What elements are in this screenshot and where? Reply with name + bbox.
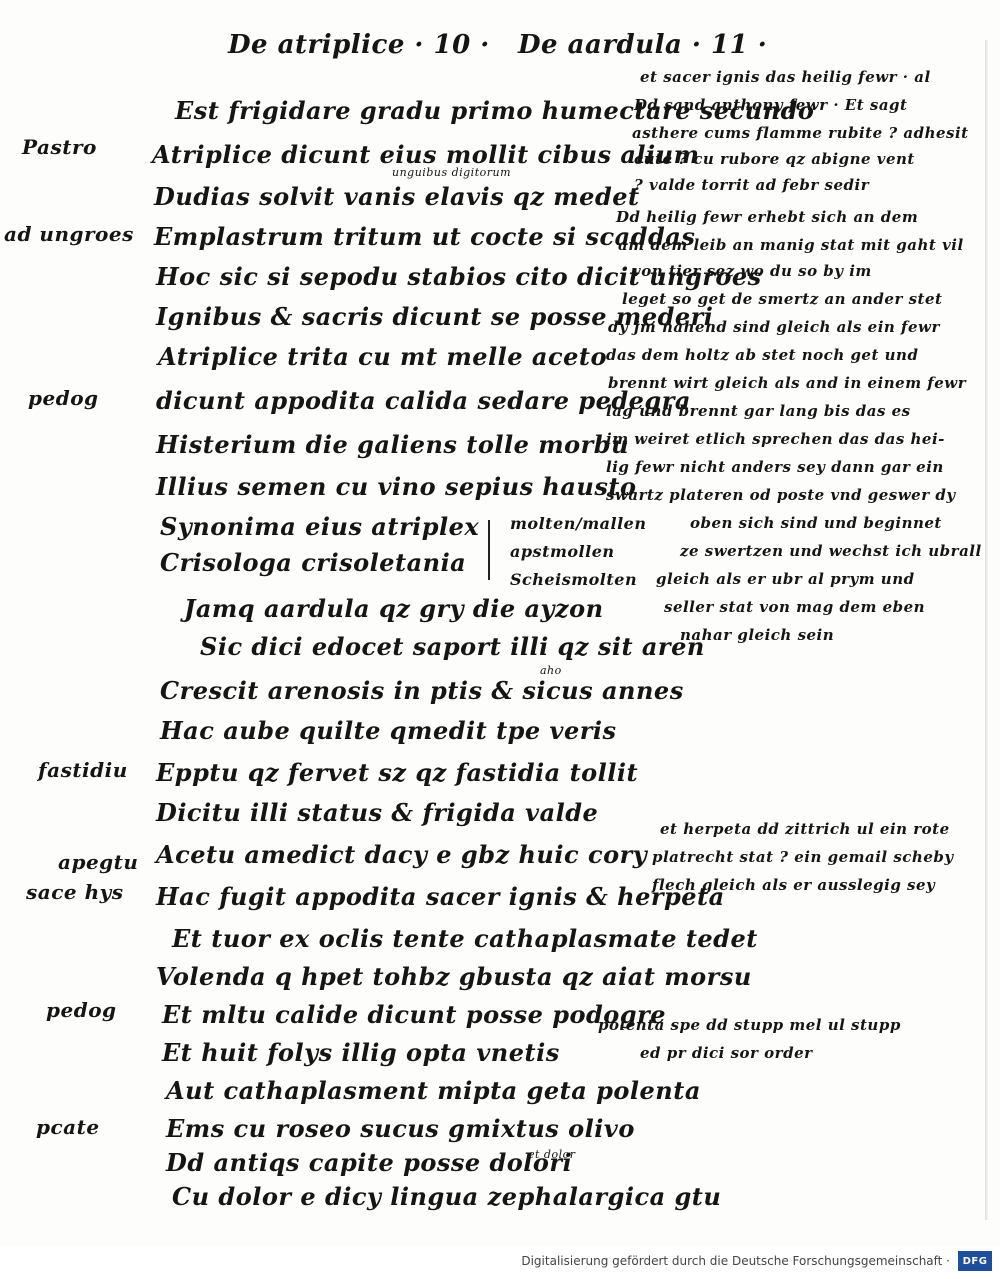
margin-note-left: pedog (28, 386, 99, 410)
margin-note-right: Dd sand anthony fewr · Et sagt (634, 96, 908, 114)
text-line: Dudias solvit vanis elavis qz medet (154, 182, 640, 211)
margin-note-right: polenta spe dd stupp mel ul stupp (598, 1016, 901, 1034)
text-line: Est frigidare gradu primo humectare secu… (175, 96, 815, 125)
text-line: Epptu qz fervet sz qz fastidia tollit (156, 758, 639, 787)
footer-bar: Digitalisierung gefördert durch die Deut… (0, 1246, 1000, 1279)
text-line: Crisologa crisoletania (160, 548, 467, 577)
text-line: Atriplice dicunt eius mollit cibus alium (152, 140, 700, 169)
margin-note-left: pcate (36, 1115, 100, 1139)
text-line: Emplastrum tritum ut cocte si scaddas (154, 222, 696, 251)
text-line: Dicitu illi status & frigida valde (156, 798, 599, 827)
text-line: Jamq aardula qz gry die ayzon (184, 594, 604, 623)
margin-note-right: leget so get de smertz an ander stet (622, 290, 943, 308)
margin-note-right: das dem holtz ab stet noch get und (606, 346, 919, 364)
text-line: Cu dolor e dicy lingua zephalargica gtu (172, 1182, 722, 1211)
text-line: Ems cu roseo sucus gmixtus olivo (166, 1114, 635, 1143)
margin-note-right: Dd heilig fewr erhebt sich an dem (616, 208, 919, 226)
text-line: Illius semen cu vino sepius hausto (156, 472, 637, 501)
margin-note-right: nahar gleich sein (680, 626, 835, 644)
text-line: Et huit folys illig opta vnetis (162, 1038, 560, 1067)
text-line: Aut cathaplasment mipta geta polenta (166, 1076, 701, 1105)
margin-note-right: et sacer ignis das heilig fewr · al (640, 68, 931, 86)
margin-note-right: lag und brennt gar lang bis das es (606, 402, 911, 420)
margin-note-left: apegtu (58, 850, 139, 874)
interlinear-gloss: aho (540, 664, 562, 677)
text-line: Histerium die galiens tolle morbu (156, 430, 630, 459)
margin-note-left: Pastro (22, 135, 97, 159)
margin-note-left: pedog (46, 998, 117, 1022)
page-edge (985, 40, 988, 1220)
text-line: Hoc sic si sepodu stabios cito dicit ung… (156, 262, 762, 291)
text-line: Synonima eius atriplex (160, 512, 480, 541)
text-line: Ignibus & sacris dicunt se posse mederi (156, 302, 714, 331)
text-line: Dd antiqs capite posse dolori (166, 1148, 573, 1177)
synonym-entry: apstmollen (510, 542, 615, 561)
text-line: Hac fugit appodita sacer ignis & herpeta (156, 882, 725, 911)
text-line: Atriplice trita cu mt melle aceto (158, 342, 607, 371)
margin-note-right: seller stat von mag dem eben (664, 598, 926, 616)
margin-note-right: oben sich sind und beginnet (690, 514, 942, 532)
margin-note-right: lig fewr nicht anders sey dann gar ein (606, 458, 944, 476)
header-left-title: De atriplice · 10 · (228, 30, 490, 60)
text-line: Et tuor ex oclis tente cathaplasmate ted… (172, 924, 758, 953)
margin-note-right: gleich als er ubr al prym und (656, 570, 915, 588)
text-line: dicunt appodita calida sedare pedegra (156, 386, 691, 415)
margin-note-right: im weiret etlich sprechen das das hei- (606, 430, 945, 448)
margin-note-right: et herpeta dd zittrich ul ein rote (660, 820, 950, 838)
margin-note-right: asthere cums flamme rubite ? adhesit (632, 124, 969, 142)
margin-note-right: am dem leib an manig stat mit gaht vil (618, 236, 964, 254)
margin-note-right: von tier sez wo du so by im (632, 262, 872, 280)
margin-note-right: ze swertzen und wechst ich ubrall (680, 542, 982, 560)
manuscript-page: De atriplice · 10 · De aardula · 11 · Pa… (4, 30, 988, 1220)
text-line: Acetu amedict dacy e gbz huic cory (156, 840, 648, 869)
synonym-bracket (488, 520, 490, 580)
margin-note-left: sace hys (26, 880, 124, 904)
margin-note-left: fastidiu (38, 758, 128, 782)
header-right-title: De aardula · 11 · (518, 30, 768, 60)
synonym-entry: Scheismolten (510, 570, 638, 589)
margin-note-left: ad ungroes (4, 222, 134, 246)
margin-note-right: dy jm nahend sind gleich als ein fewr (608, 318, 940, 336)
margin-note-right: ? valde torrit ad febr sedir (634, 176, 870, 194)
margin-note-right: platrecht stat ? ein gemail scheby (652, 848, 954, 866)
interlinear-gloss: unguibus digitorum (392, 166, 512, 179)
funding-credit: Digitalisierung gefördert durch die Deut… (521, 1254, 950, 1268)
interlinear-gloss: et dolor (528, 1148, 576, 1161)
margin-note-right: cute ? cu rubore qz abigne vent (634, 150, 915, 168)
text-line: Hac aube quilte qmedit tpe veris (160, 716, 617, 745)
synonym-entry: molten/mallen (510, 514, 647, 533)
margin-note-right: ed pr dici sor order (640, 1044, 813, 1062)
text-line: Crescit arenosis in ptis & sicus annes (160, 676, 684, 705)
margin-note-right: flech gleich als er ausslegig sey (652, 876, 936, 894)
dfg-logo: DFG (958, 1251, 992, 1271)
text-line: Volenda q hpet tohbz gbusta qz aiat mors… (156, 962, 752, 991)
text-line: Sic dici edocet saport illi qz sit aren (200, 632, 705, 661)
margin-note-right: brennt wirt gleich als and in einem fewr (608, 374, 967, 392)
margin-note-right: swartz plateren od poste vnd geswer dy (606, 486, 956, 504)
text-line: Et mltu calide dicunt posse podogre (162, 1000, 667, 1029)
